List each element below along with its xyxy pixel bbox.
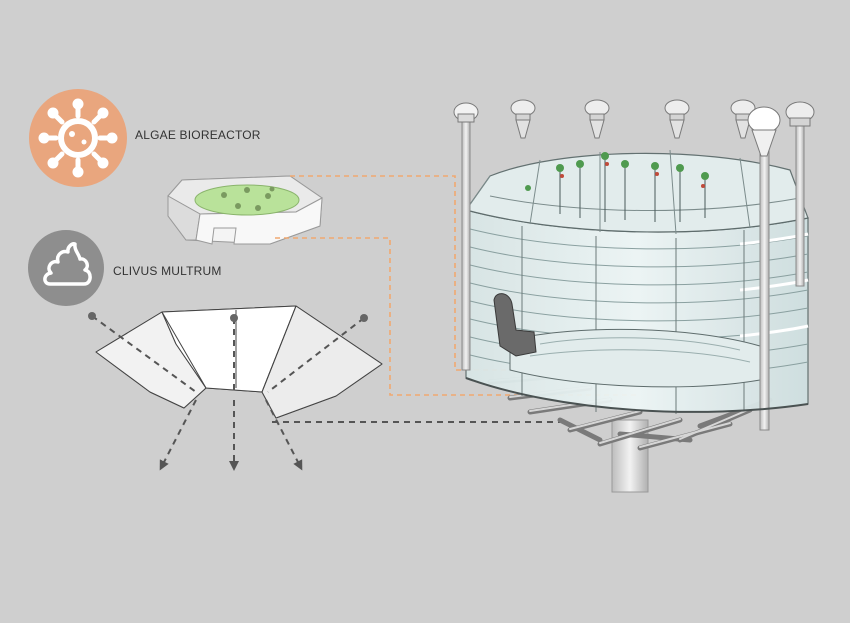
- flow-origin-dots: [88, 312, 368, 322]
- building-section-drawing: [453, 99, 815, 493]
- clivus-legend-badge: [28, 230, 104, 306]
- ring-beam: [465, 377, 809, 413]
- wind-turbine-vents: [453, 99, 815, 157]
- clivus-multrum-funnel: [95, 305, 383, 419]
- flow-arrows: [91, 315, 560, 471]
- microbe-icon: [38, 98, 118, 178]
- greenhouse-roof: [465, 152, 809, 233]
- seat: [493, 293, 537, 357]
- clivus-multrum-label: CLIVUS MULTRUM: [113, 264, 222, 278]
- waste-pile-icon: [43, 242, 92, 286]
- algae-legend-badge: [29, 89, 127, 187]
- bioreactor-module-diagram: [167, 175, 323, 245]
- algae-bioreactor-label: ALGAE BIOREACTOR: [135, 128, 261, 142]
- greenhouse-plants: [525, 152, 709, 222]
